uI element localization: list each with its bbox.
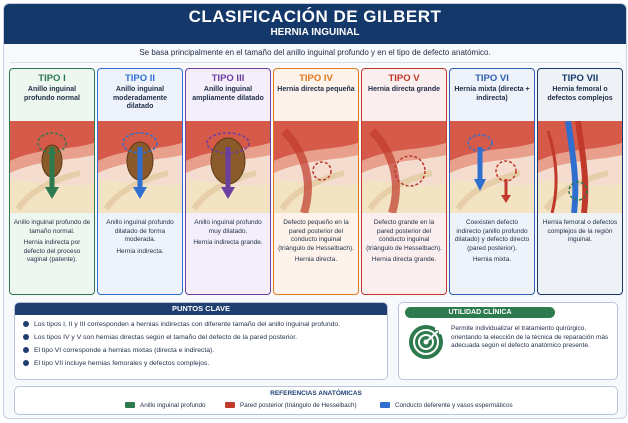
femoral-vessels-icon bbox=[538, 121, 622, 213]
type-title: TIPO VII bbox=[561, 73, 599, 84]
references-title: REFERENCIAS ANATÓMICAS bbox=[270, 390, 362, 397]
key-point: El tipo VI corresponde a hernias mixtas … bbox=[23, 347, 214, 354]
description-hernia-type: Hernia indirecta. bbox=[116, 247, 164, 255]
clinical-utility-title: UTILIDAD CLÍNICA bbox=[405, 307, 555, 318]
large-direct-defect-icon bbox=[362, 121, 446, 213]
description-hernia-type: Hernia indirecta grande. bbox=[193, 239, 263, 246]
type-subtitle: Hernia femoral o defectos complejos bbox=[547, 86, 613, 102]
intro-text: Se basa principalmente en el tamaño del … bbox=[139, 48, 491, 57]
type-description: Anillo inguinal profundo dilatado de for… bbox=[101, 219, 179, 259]
bullet-icon bbox=[23, 321, 29, 328]
type-subtitle: Hernia directa grande bbox=[368, 86, 440, 93]
description-main: Anillo inguinal profundo de tamaño norma… bbox=[13, 219, 91, 235]
type-subtitle: Anillo inguinal profundo normal bbox=[24, 86, 80, 102]
anatomical-references: REFERENCIAS ANATÓMICAS Anillo inguinal p… bbox=[14, 386, 618, 415]
legend-item: Pared posterior (triángulo de Hesselbach… bbox=[225, 402, 357, 409]
clinical-utility-box: UTILIDAD CLÍNICA Permite individualizar … bbox=[398, 302, 618, 380]
description-main: Defecto grande en la pared posterior del… bbox=[366, 219, 442, 252]
type-description: Defecto grande en la pared posterior del… bbox=[365, 219, 443, 268]
type-card: TIPO III Anillo inguinal ampliamente dila… bbox=[185, 68, 271, 295]
clinical-utility-text: Permite individualizar el tratamiento qu… bbox=[451, 325, 609, 349]
description-main: Anillo inguinal profundo dilatado de for… bbox=[106, 219, 174, 243]
small-direct-defect-icon bbox=[274, 121, 358, 213]
description-hernia-type: Hernia directa grande. bbox=[371, 256, 437, 263]
small-sac-green-icon bbox=[10, 121, 94, 213]
type-title: TIPO V bbox=[388, 73, 420, 84]
type-card: TIPO II Anillo inguinal moderadamente dil… bbox=[97, 68, 183, 295]
type-subtitle: Hernia mixta (directa + indirecta) bbox=[454, 86, 530, 102]
target-icon bbox=[409, 325, 443, 359]
type-description: Hernia femoral o defectos complejos de l… bbox=[541, 219, 619, 248]
key-point: El tipo VII incluye hernias femorales y … bbox=[23, 360, 209, 367]
blue-swatch-icon bbox=[380, 402, 390, 409]
mixed-hernia-icon bbox=[450, 121, 534, 213]
type-title: TIPO VI bbox=[475, 73, 509, 84]
red-swatch-icon bbox=[225, 402, 235, 409]
header: CLASIFICACIÓN DE GILBERT HERNIA INGUINAL bbox=[4, 4, 626, 44]
description-hernia-type: Hernia mixta. bbox=[472, 256, 512, 263]
type-description: Defecto pequeño en la pared posterior de… bbox=[277, 219, 355, 268]
description-hernia-type: Hernia indirecta por defecto del proceso… bbox=[23, 239, 81, 263]
bullet-icon bbox=[23, 334, 29, 341]
type-title: TIPO I bbox=[38, 73, 66, 84]
type-subtitle: Anillo inguinal ampliamente dilatado bbox=[192, 86, 264, 102]
description-main: Hernia femoral o defectos complejos de l… bbox=[542, 219, 618, 243]
bullet-icon bbox=[23, 347, 29, 354]
description-main: Anillo inguinal profundo muy dilatado. bbox=[194, 219, 262, 235]
divider bbox=[10, 62, 620, 63]
description-main: Defecto pequeño en la pared posterior de… bbox=[278, 219, 354, 252]
key-point: Los tipos IV y V son hernias directas se… bbox=[23, 334, 297, 341]
bullet-icon bbox=[23, 360, 29, 367]
large-sac-purple-icon bbox=[186, 121, 270, 213]
type-title: TIPO III bbox=[211, 73, 245, 84]
type-card: TIPO VI Hernia mixta (directa + indirecta… bbox=[449, 68, 535, 295]
subtitle: HERNIA INGUINAL bbox=[270, 27, 360, 38]
description-main: Coexisten defecto indirecto (anillo prof… bbox=[454, 219, 530, 252]
type-description: Coexisten defecto indirecto (anillo prof… bbox=[453, 219, 531, 268]
type-card: TIPO VII Hernia femoral o defectos comple… bbox=[537, 68, 623, 295]
key-points-title: PUNTOS CLAVE bbox=[15, 303, 387, 315]
type-title: TIPO II bbox=[124, 73, 156, 84]
type-description: Anillo inguinal profundo de tamaño norma… bbox=[13, 219, 91, 268]
type-subtitle: Hernia directa pequeña bbox=[277, 86, 355, 93]
legend-item: Anillo inguinal profundo bbox=[125, 402, 205, 409]
type-description: Anillo inguinal profundo muy dilatado. He… bbox=[189, 219, 267, 251]
type-title: TIPO IV bbox=[299, 73, 333, 84]
medium-sac-blue-icon bbox=[98, 121, 182, 213]
legend-item: Conducto deferente y vasos espermáticos bbox=[380, 402, 513, 409]
description-hernia-type: Hernia directa. bbox=[294, 256, 338, 263]
key-points-box: PUNTOS CLAVE Los tipos I, II y III corre… bbox=[14, 302, 388, 380]
type-subtitle: Anillo inguinal moderadamente dilatado bbox=[112, 86, 168, 110]
key-point: Los tipos I, II y III corresponden a her… bbox=[23, 321, 340, 328]
main-title: CLASIFICACIÓN DE GILBERT bbox=[188, 7, 442, 26]
infographic: CLASIFICACIÓN DE GILBERT HERNIA INGUINAL… bbox=[3, 3, 627, 419]
green-swatch-icon bbox=[125, 402, 135, 409]
